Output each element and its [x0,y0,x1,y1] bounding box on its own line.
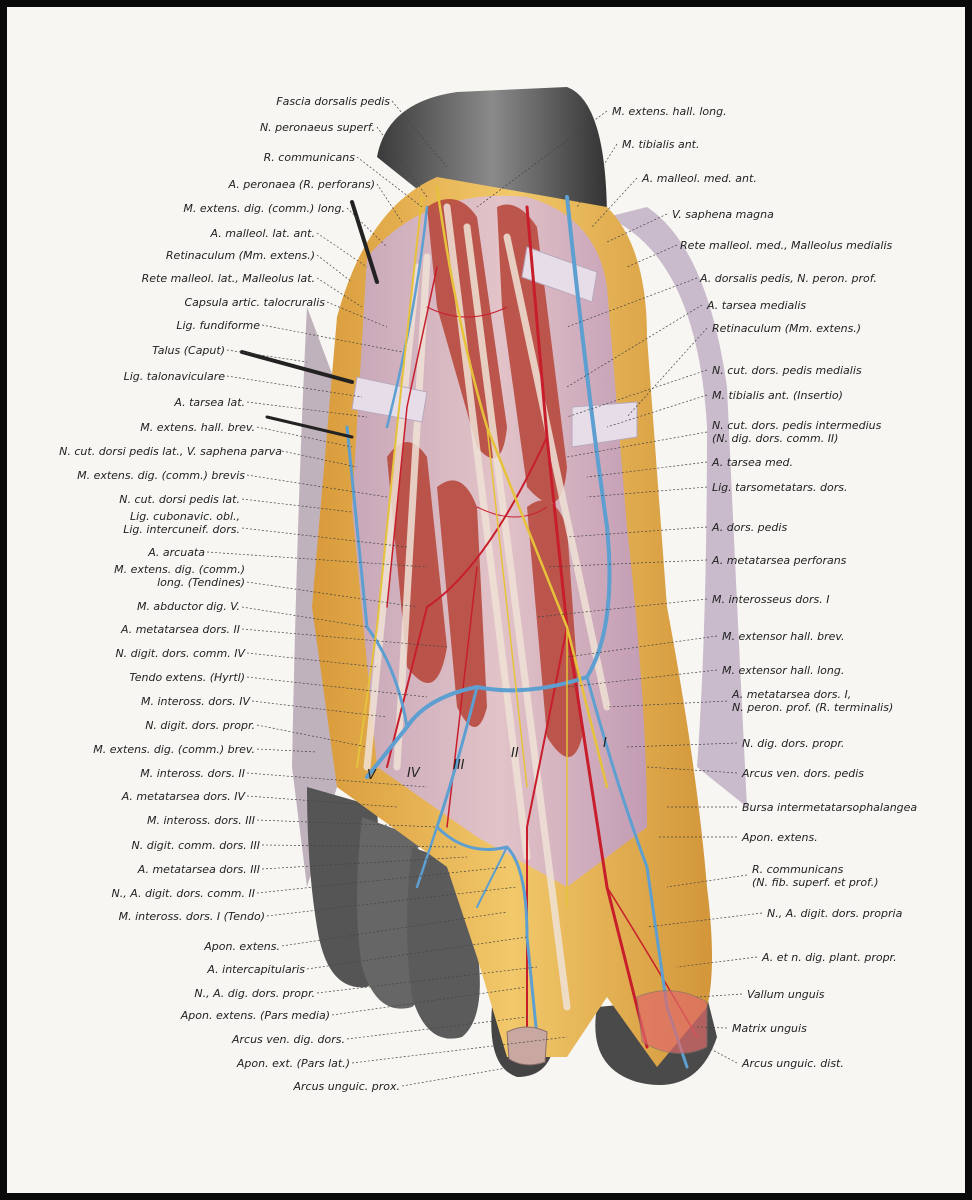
label-m-tibialis-ant: M. tibialis ant. [622,138,700,151]
label-a-arcuata: A. arcuata [148,546,205,559]
label-m-interosseus-dors-i: M. interosseus dors. I [712,593,830,606]
label-a-tarsea-lat: A. tarsea lat. [174,396,245,409]
label-n-digit-dors-comm-iv: N. digit. dors. comm. IV [115,647,245,660]
label-a-metatarsea-dors-i: A. metatarsea dors. I,N. peron. prof. (R… [732,688,894,714]
label-capsula-artic: Capsula artic. talocruralis [184,296,325,309]
numeral-iii: III [453,758,465,773]
label-tendo-extens-hyrtl: Tendo extens. (Hyrtl) [129,671,245,684]
label-lig-talonaviculare: Lig. talonaviculare [123,370,225,383]
label-n-a-digit-dors-propria: N., A. digit. dors. propria [767,907,903,920]
label-n-a-digit-dors-comm-ii: N., A. digit. dors. comm. II [111,887,255,900]
label-lig-cubonavic: Lig. cubonavic. obl.,Lig. intercuneif. d… [123,510,240,536]
label-v-saphena-magna: V. saphena magna [672,208,774,221]
label-n-cut-dorsi-pedis-lat: N. cut. dorsi pedis lat. [119,493,240,506]
label-apon-extens-pars-media: Apon. extens. (Pars media) [180,1009,330,1022]
label-arcus-unguic-dist: Arcus unguic. dist. [742,1057,844,1070]
label-fascia-dorsalis-pedis: Fascia dorsalis pedis [276,95,390,108]
label-m-extens-dig-comm-long: M. extens. dig. (comm.) long. [183,202,345,215]
label-m-extens-dig-tendines: M. extens. dig. (comm.)long. (Tendines) [114,563,245,589]
label-rete-malleol-lat: Rete malleol. lat., Malleolus lat. [141,272,315,285]
label-a-intercapitularis: A. intercapitularis [207,963,305,976]
numeral-i: I [603,736,607,751]
label-m-inteross-dors-iv: M. inteross. dors. IV [140,695,250,708]
label-retinaculum-right: Retinaculum (Mm. extens.) [712,322,862,335]
label-vallum-unguis: Vallum unguis [747,988,825,1001]
label-a-dorsalis-pedis-n-peron: A. dorsalis pedis, N. peron. prof. [700,272,877,285]
label-talus-caput: Talus (Caput) [152,344,225,357]
label-arcus-unguic-prox: Arcus unguic. prox. [293,1080,400,1093]
label-arcus-ven-dig-dors: Arcus ven. dig. dors. [231,1033,345,1046]
label-a-metatarsea-dors-ii: A. metatarsea dors. II [120,623,240,636]
label-m-tibialis-ant-insertio: M. tibialis ant. (Insertio) [712,389,843,402]
label-matrix-unguis: Matrix unguis [732,1022,807,1035]
label-m-extens-hall-long: M. extens. hall. long. [612,105,727,118]
label-bursa-intermetatarsophalangea: Bursa intermetatarsophalangea [742,801,918,814]
label-a-dors-pedis: A. dors. pedis [712,521,788,534]
label-lig-fundiforme: Lig. fundiforme [176,319,260,332]
label-n-dig-dors-propr-right: N. dig. dors. propr. [742,737,845,750]
label-apon-extens-left: Apon. extens. [204,940,280,953]
label-m-extens-hall-brev: M. extens. hall. brev. [140,421,255,434]
numeral-v: V [367,768,376,783]
label-a-tarsea-med: A. tarsea med. [712,456,793,469]
label-apon-ext-pars-lat: Apon. ext. (Pars lat.) [236,1057,350,1070]
label-m-inteross-dors-iii: M. inteross. dors. III [147,814,255,827]
label-n-a-dig-dors-propr: N., A. dig. dors. propr. [194,987,315,1000]
label-a-metatarsea-perforans: A. metatarsea perforans [712,554,847,567]
label-r-communicans-right: R. communicans(N. fib. superf. et prof.) [752,863,879,889]
label-n-peronaeus-superf: N. peronaeus superf. [259,121,375,134]
label-a-metatarsea-dors-iii: A. metatarsea dors. III [137,863,260,876]
label-a-tarsea-medialis: A. tarsea medialis [707,299,807,312]
label-lig-tarsometatars-dors: Lig. tarsometatars. dors. [712,481,848,494]
numeral-ii: II [511,746,519,761]
label-n-cut-dors-pedis-intermedius: N. cut. dors. pedis intermedius(N. dig. … [712,419,882,445]
label-m-abductor-dig-v: M. abductor dig. V. [136,600,240,613]
label-n-cut-dors-pedis-medialis: N. cut. dors. pedis medialis [712,364,862,377]
label-a-malleol-med-ant: A. malleol. med. ant. [642,172,757,185]
label-m-extensor-hall-long: M. extensor hall. long. [722,664,845,677]
label-m-extens-dig-comm-brev: M. extens. dig. (comm.) brev. [93,743,255,756]
label-m-inteross-dors-ii: M. inteross. dors. II [140,767,245,780]
label-apon-extens-right: Apon. extens. [742,831,818,844]
label-n-cut-dorsi-pedis-lat-v-saphena: N. cut. dorsi pedis lat., V. saphena par… [59,445,282,458]
label-m-extensor-hall-brev: M. extensor hall. brev. [722,630,845,643]
label-m-inteross-dors-i-tendo: M. inteross. dors. I (Tendo) [118,910,265,923]
label-n-digit-comm-dors-iii: N. digit. comm. dors. III [131,839,261,852]
label-a-metatarsea-dors-iv: A. metatarsea dors. IV [121,790,245,803]
label-arcus-ven-dors-pedis: Arcus ven. dors. pedis [742,767,865,780]
label-retinaculum-left: Retinaculum (Mm. extens.) [165,249,315,262]
plate-page: I II III IV V [7,7,965,1193]
label-m-extens-dig-comm-brevis: M. extens. dig. (comm.) brevis [77,469,245,482]
numeral-iv: IV [407,766,420,781]
label-a-malleol-lat-ant: A. malleol. lat. ant. [210,227,315,240]
label-a-et-n-dig-plant-propr: A. et n. dig. plant. propr. [762,951,897,964]
label-rete-malleol-med: Rete malleol. med., Malleolus medialis [680,239,893,252]
label-n-digit-dors-propr: N. digit. dors. propr. [145,719,255,732]
label-r-communicans: R. communicans [263,151,355,164]
label-a-peronaea: A. peronaea (R. perforans) [228,178,375,191]
